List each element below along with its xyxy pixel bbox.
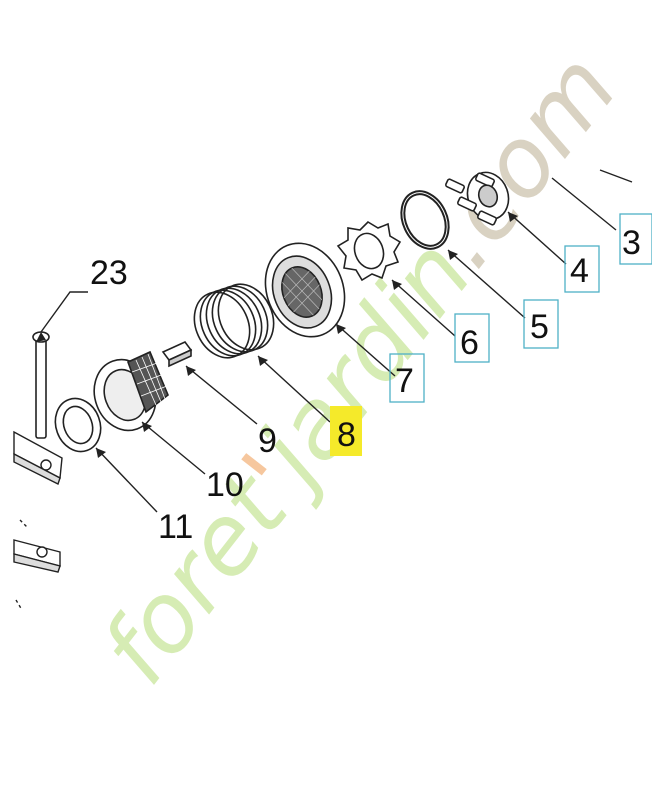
callout-label-3: 3 <box>622 224 641 262</box>
leader-11 <box>95 447 158 513</box>
leader-3 <box>551 177 617 231</box>
callout-box-6 <box>454 313 490 363</box>
callout-label-23: 23 <box>90 254 128 292</box>
leader-7 <box>335 323 396 377</box>
watermark: foret'jardin.com <box>80 33 639 704</box>
leader-10 <box>141 421 206 475</box>
leader-9 <box>185 365 258 425</box>
part-8-spring <box>193 283 275 359</box>
watermark-text: foret'jardin.com <box>80 33 639 704</box>
leader-lines <box>40 169 633 513</box>
callout-label-5: 5 <box>530 308 549 346</box>
callout-label-8: 8 <box>337 416 356 454</box>
leader-6 <box>391 279 456 337</box>
callout-label-7: 7 <box>395 362 414 400</box>
leader-23 <box>40 291 88 333</box>
callout-box-4 <box>564 245 600 293</box>
leader-4 <box>507 211 567 265</box>
callout-label-6: 6 <box>460 324 479 362</box>
part-4-hub <box>445 171 510 226</box>
callout-boxes <box>389 213 652 403</box>
callout-label-4: 4 <box>570 252 589 290</box>
frame-plate-upper <box>13 430 63 485</box>
frame-plate-lower <box>13 519 61 611</box>
leader-arrowheads <box>36 212 518 458</box>
part-9-key <box>161 341 193 368</box>
callout-box-3 <box>619 213 652 265</box>
callout-highlight-8 <box>330 406 362 456</box>
callout-label-11: 11 <box>158 508 193 546</box>
part-6-star-washer <box>336 220 402 282</box>
leader-3-extra <box>599 169 633 183</box>
callout-label-9: 9 <box>258 422 277 460</box>
callout-box-7 <box>389 353 425 403</box>
part-7-pulley <box>264 242 346 338</box>
callout-label-10: 10 <box>206 466 244 504</box>
leader-8 <box>257 355 331 423</box>
leader-5 <box>447 249 526 319</box>
part-11-washer <box>54 397 102 453</box>
part-10-flanged-bushing <box>93 350 169 432</box>
part-5-o-ring <box>400 190 450 250</box>
part-23-pin <box>32 331 50 439</box>
callout-box-5 <box>523 299 559 349</box>
